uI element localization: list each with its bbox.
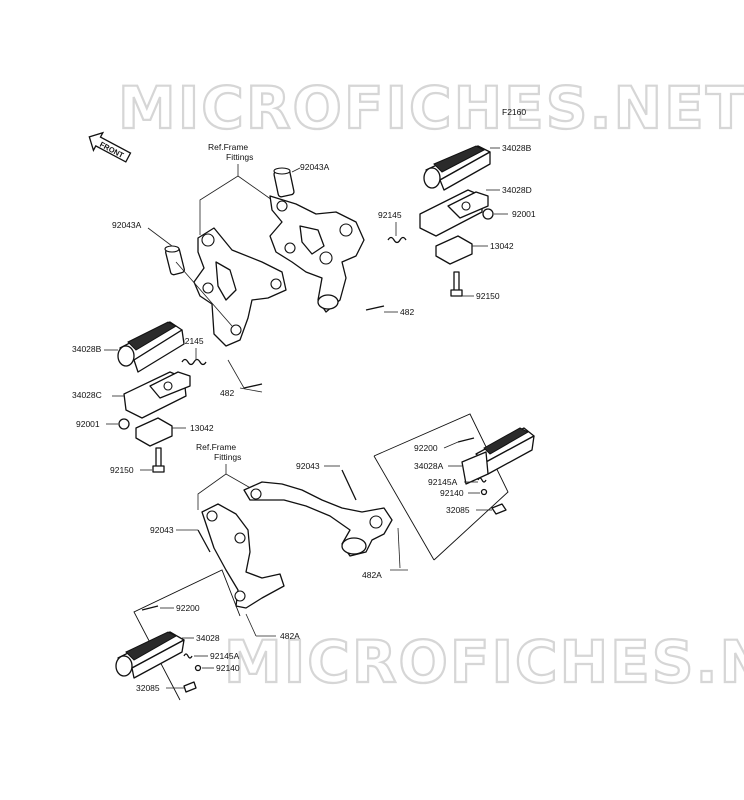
watermark-bottom: MICROFICHES.NET bbox=[224, 628, 744, 696]
ref-frame-line1-lower: Ref.Frame bbox=[196, 442, 236, 452]
label-34028B-top: 34028B bbox=[502, 143, 532, 153]
figure-code: F2160 bbox=[502, 107, 526, 117]
label-92145-left: 92145 bbox=[180, 336, 204, 346]
label-92001-top: 92001 bbox=[512, 209, 536, 219]
label-34028C: 34028C bbox=[72, 390, 102, 400]
label-92043-left: 92043 bbox=[150, 525, 174, 535]
pin-92200-left bbox=[141, 605, 159, 611]
ball-92140-left bbox=[194, 664, 202, 672]
rubber-footpeg-34028B-top bbox=[423, 145, 491, 191]
label-92200-left: 92200 bbox=[176, 603, 200, 613]
pin-482-left bbox=[243, 383, 263, 389]
watermark-top: MICROFICHES.NET bbox=[118, 74, 744, 142]
pin-92043-mid bbox=[341, 469, 357, 501]
footpeg-34028C bbox=[123, 371, 191, 419]
sleeve-92043A-top bbox=[273, 167, 295, 198]
ball-92140-right bbox=[480, 488, 488, 496]
pin-92043-left bbox=[197, 529, 211, 553]
spring-92145-top bbox=[387, 236, 407, 244]
pin-32085-left bbox=[183, 681, 197, 693]
label-92043A-left: 92043A bbox=[112, 220, 142, 230]
ref-frame-leader-upper-b bbox=[237, 175, 273, 201]
label-34028: 34028 bbox=[196, 633, 220, 643]
label-92043-mid: 92043 bbox=[296, 461, 320, 471]
ref-frame-leader-lower bbox=[197, 464, 227, 510]
label-34028A: 34028A bbox=[414, 461, 444, 471]
ref-frame-leader-upper bbox=[199, 164, 239, 235]
label-482A-right: 482A bbox=[362, 570, 382, 580]
label-482-top: 482 bbox=[400, 307, 414, 317]
spring-92145A-left bbox=[183, 653, 193, 659]
label-92140-right: 92140 bbox=[440, 488, 464, 498]
label-482-left: 482 bbox=[220, 388, 234, 398]
label-92043A-top: 92043A bbox=[300, 162, 330, 172]
label-34028D: 34028D bbox=[502, 185, 532, 195]
nut-92001-top bbox=[482, 208, 494, 220]
label-92200-right: 92200 bbox=[414, 443, 438, 453]
ref-frame-line2: Fittings bbox=[226, 152, 253, 162]
pin-92200-right bbox=[457, 437, 475, 443]
label-13042-top: 13042 bbox=[490, 241, 514, 251]
spring-92145A-right bbox=[477, 477, 487, 483]
label-92145A-right: 92145A bbox=[428, 477, 458, 487]
label-92145A-left: 92145A bbox=[210, 651, 240, 661]
bolt-92150-left bbox=[152, 447, 165, 473]
pin-482-top bbox=[365, 305, 385, 311]
frame-box-right-lower bbox=[373, 413, 509, 561]
footpeg-34028D bbox=[419, 189, 489, 237]
label-92150-left: 92150 bbox=[110, 465, 134, 475]
ref-frame-label-upper: Ref.Frame Fittings bbox=[208, 142, 253, 162]
left-footpeg-bracket-lower bbox=[201, 503, 285, 609]
ref-frame-label-lower: Ref.Frame Fittings bbox=[196, 442, 241, 462]
rubber-footpeg-34028A bbox=[461, 427, 535, 485]
label-92150-top: 92150 bbox=[476, 291, 500, 301]
label-32085-left: 32085 bbox=[136, 683, 160, 693]
label-13042-left: 13042 bbox=[190, 423, 214, 433]
label-92140-left: 92140 bbox=[216, 663, 240, 673]
ref-frame-line2-lower: Fittings bbox=[214, 452, 241, 462]
plate-13042-top bbox=[435, 235, 473, 265]
left-footpeg-bracket-upper bbox=[193, 227, 287, 347]
rubber-footpeg-34028 bbox=[115, 631, 185, 679]
label-34028B-left: 34028B bbox=[72, 344, 102, 354]
spring-92145-left bbox=[181, 358, 207, 366]
label-92001-left: 92001 bbox=[76, 419, 100, 429]
plate-13042-left bbox=[135, 417, 173, 447]
label-482A-left: 482A bbox=[280, 631, 300, 641]
right-footpeg-bracket-lower bbox=[243, 481, 393, 557]
rubber-footpeg-34028B-left bbox=[117, 321, 185, 373]
nut-92001-left bbox=[118, 418, 130, 430]
pin-32085-right bbox=[491, 503, 507, 515]
ref-frame-line1: Ref.Frame bbox=[208, 142, 248, 152]
label-32085-right: 32085 bbox=[446, 505, 470, 515]
bolt-92150-top bbox=[450, 271, 463, 297]
sleeve-92043A-left bbox=[164, 245, 185, 276]
right-footpeg-bracket-upper bbox=[269, 195, 365, 313]
label-92145-top: 92145 bbox=[378, 210, 402, 220]
